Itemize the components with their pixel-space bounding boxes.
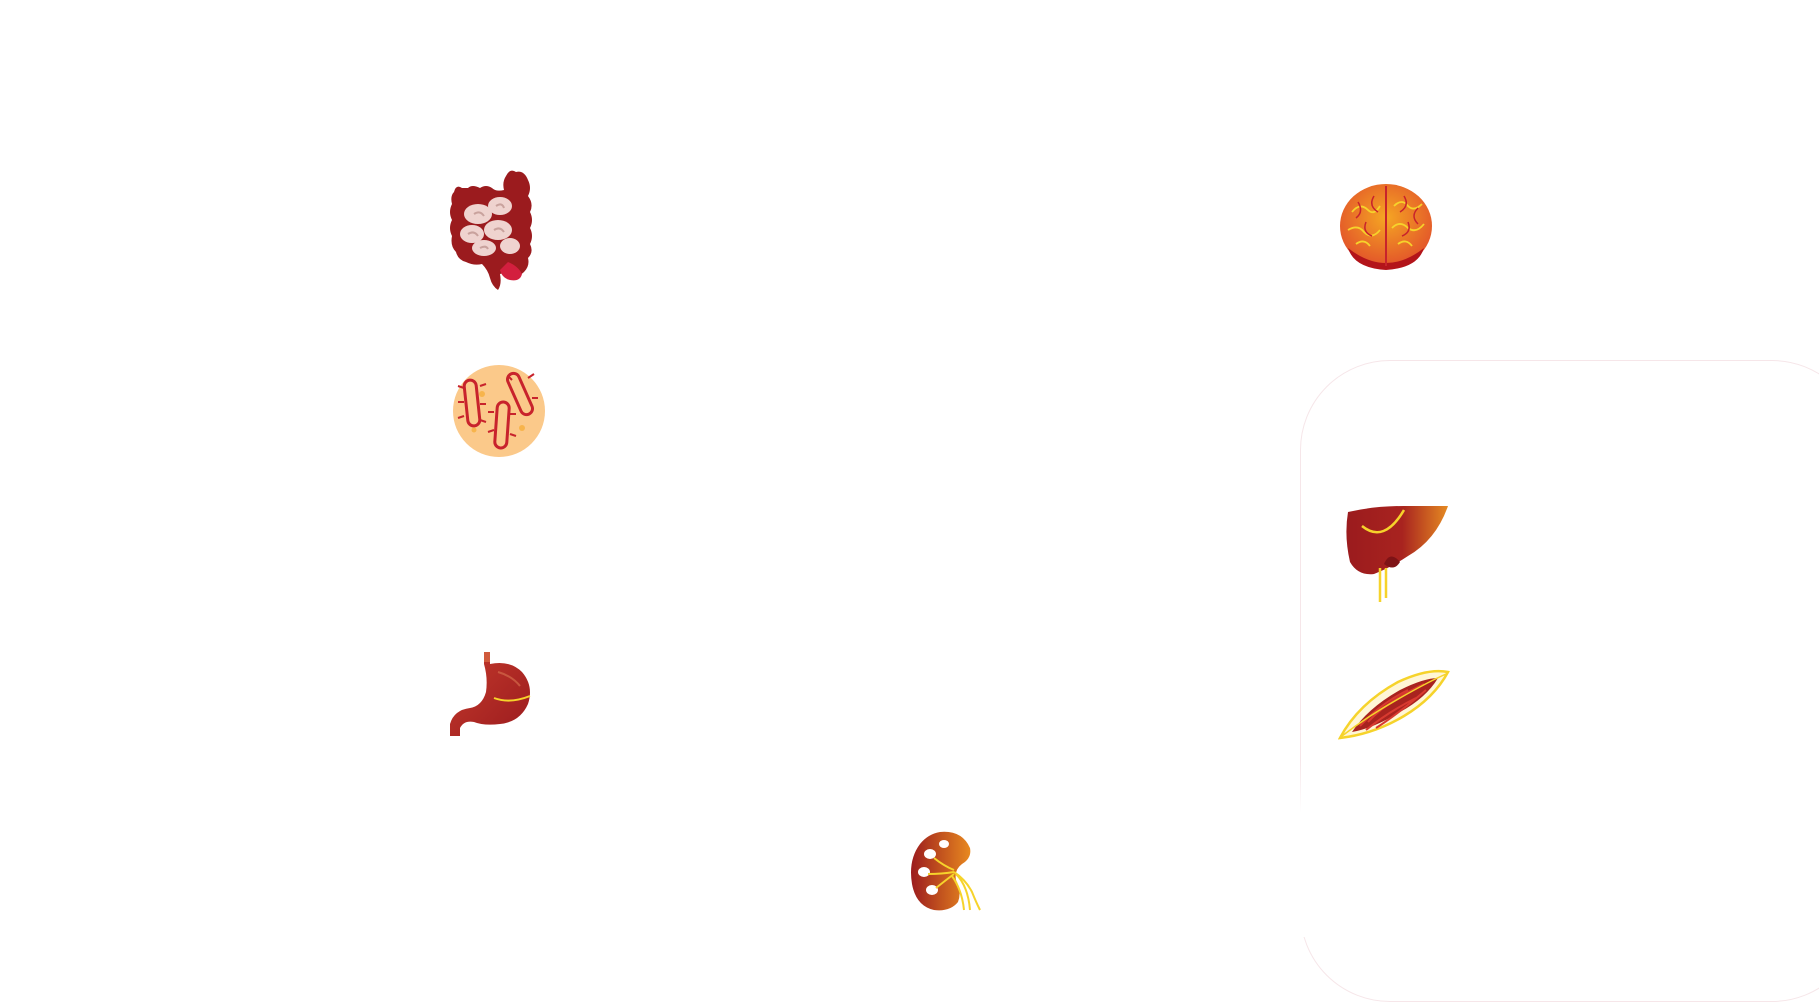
bacteria-icon	[452, 364, 546, 458]
card-fade-overlay	[1290, 760, 1819, 937]
kidney-icon	[910, 830, 986, 912]
muscle-icon	[1338, 668, 1450, 740]
canvas	[448, 166, 1819, 1002]
stomach-icon	[450, 652, 536, 736]
intestines-icon	[448, 166, 540, 294]
brain-icon	[1338, 182, 1434, 272]
liver-icon	[1344, 506, 1448, 602]
